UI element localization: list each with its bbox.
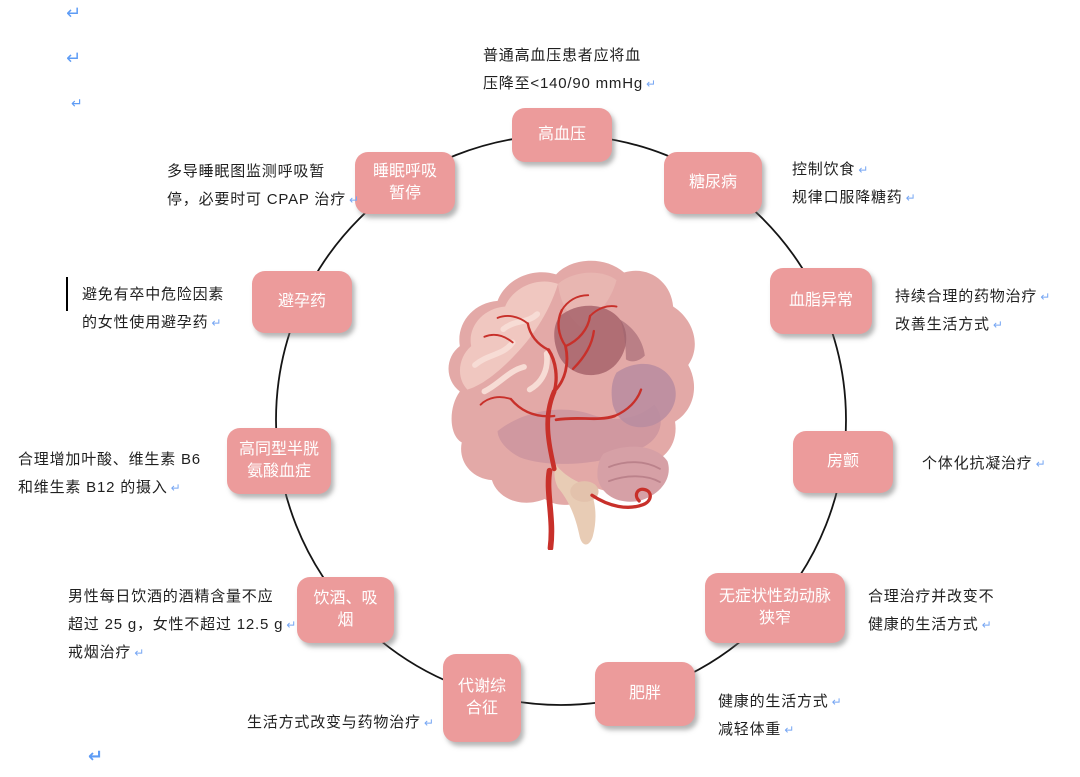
afib-note-line-1: 个体化抗凝治疗↵ bbox=[922, 452, 1046, 472]
node-carotid-stenosis: 无症状性劲动脉狭窄 bbox=[705, 573, 845, 643]
metabolic-note-line-1: 生活方式改变与药物治疗↵ bbox=[247, 711, 434, 731]
obesity-note-line-1: 健康的生活方式↵ bbox=[718, 690, 842, 710]
note-text: 男性每日饮酒的酒精含量不应 bbox=[68, 588, 274, 605]
node-alcohol-smoking: 饮酒、吸烟 bbox=[297, 577, 394, 643]
node-contraceptive: 避孕药 bbox=[252, 271, 352, 333]
note-text: 规律口服降糖药 bbox=[792, 189, 903, 206]
node-label: 糖尿病 bbox=[688, 174, 737, 192]
node-obesity: 肥胖 bbox=[595, 662, 695, 726]
note-text: 控制饮食 bbox=[792, 161, 856, 178]
top-note-line-1: 普通高血压患者应将血 bbox=[483, 44, 641, 64]
note-text: 戒烟治疗 bbox=[68, 644, 132, 661]
node-sleep-apnea: 睡眠呼吸暂停 bbox=[355, 152, 455, 214]
obesity-note-line-2: 减轻体重↵ bbox=[718, 718, 794, 738]
node-label: 高同型半胱氨酸血症 bbox=[238, 441, 319, 480]
paragraph-mark-icon: ↵ bbox=[981, 618, 992, 632]
node-label: 无症状性劲动脉狭窄 bbox=[718, 588, 831, 627]
paragraph-mark-icon: ↵ bbox=[66, 48, 82, 68]
note-text: 避免有卒中危险因素 bbox=[82, 286, 225, 303]
dyslipidemia-note-line-1: 持续合理的药物治疗↵ bbox=[895, 285, 1050, 305]
node-dyslipidemia: 血脂异常 bbox=[770, 268, 872, 334]
paragraph-mark-icon: ↵ bbox=[858, 163, 869, 177]
top-note-line-2: 压降至<140/90 mmHg↵ bbox=[483, 72, 656, 92]
note-text: 普通高血压患者应将血 bbox=[483, 47, 642, 64]
dyslipidemia-note-line-2: 改善生活方式↵ bbox=[895, 313, 1003, 333]
paragraph-mark-icon: ↵ bbox=[423, 716, 434, 730]
diabetes-note-line-1: 控制饮食↵ bbox=[792, 158, 868, 178]
homocysteine-note-line-2: 和维生素 B12 的摄入↵ bbox=[18, 476, 181, 496]
text-cursor bbox=[66, 277, 68, 311]
paragraph-mark-icon: ↵ bbox=[170, 481, 181, 495]
paragraph-mark-icon: ↵ bbox=[88, 746, 104, 766]
note-text: 超过 25 g，女性不超过 12.5 g bbox=[68, 616, 284, 633]
note-text: 生活方式改变与药物治疗 bbox=[247, 714, 421, 731]
note-text: 健康的生活方式 bbox=[868, 616, 979, 633]
brain-illustration bbox=[448, 260, 695, 550]
note-text: 个体化抗凝治疗 bbox=[922, 455, 1033, 472]
note-text: 改善生活方式 bbox=[895, 316, 990, 333]
paragraph-mark-icon: ↵ bbox=[992, 318, 1003, 332]
node-label: 肥胖 bbox=[628, 685, 661, 703]
note-text: 合理治疗并改变不 bbox=[868, 588, 995, 605]
brain-arteries bbox=[479, 294, 652, 550]
alcohol-note-line-1: 男性每日饮酒的酒精含量不应 bbox=[68, 585, 273, 605]
paragraph-mark-icon: ↵ bbox=[645, 77, 657, 91]
brain-cerebellum bbox=[597, 446, 669, 502]
paragraph-mark-icon: ↵ bbox=[1035, 457, 1046, 471]
node-label: 代谢综合征 bbox=[457, 678, 506, 717]
brain-cerebrum bbox=[448, 260, 695, 505]
paragraph-mark-icon: ↵ bbox=[211, 316, 222, 330]
paragraph-mark-icon: ↵ bbox=[349, 193, 360, 207]
node-hypertension: 高血压 bbox=[512, 108, 612, 162]
note-text: 和维生素 B12 的摄入 bbox=[18, 479, 168, 496]
paragraph-mark-icon: ↵ bbox=[286, 618, 297, 632]
paragraph-mark-icon: ↵ bbox=[905, 191, 916, 205]
note-text: 停，必要时可 CPAP 治疗 bbox=[167, 191, 346, 208]
carotid-note-line-1: 合理治疗并改变不 bbox=[868, 585, 994, 605]
node-homocysteine: 高同型半胱氨酸血症 bbox=[227, 428, 331, 494]
note-text: 健康的生活方式 bbox=[718, 693, 829, 710]
paragraph-mark-icon: ↵ bbox=[71, 95, 83, 111]
node-label: 避孕药 bbox=[277, 293, 326, 311]
sleep-note-line-2: 停，必要时可 CPAP 治疗↵ bbox=[167, 188, 359, 208]
note-text: 多导睡眠图监测呼吸暂 bbox=[167, 163, 326, 180]
alcohol-note-line-2: 超过 25 g，女性不超过 12.5 g↵ bbox=[68, 613, 296, 633]
diabetes-note-line-2: 规律口服降糖药↵ bbox=[792, 186, 916, 206]
node-label: 房颤 bbox=[826, 453, 859, 471]
note-text: 合理增加叶酸、维生素 B6 bbox=[18, 451, 201, 468]
carotid-note-line-2: 健康的生活方式↵ bbox=[868, 613, 992, 633]
node-metabolic-syndrome: 代谢综合征 bbox=[443, 654, 521, 742]
note-text: 持续合理的药物治疗 bbox=[895, 288, 1038, 305]
note-text: 的女性使用避孕药 bbox=[82, 314, 209, 331]
alcohol-note-line-3: 戒烟治疗↵ bbox=[68, 641, 144, 661]
node-label: 高血压 bbox=[537, 126, 586, 144]
node-label: 饮酒、吸烟 bbox=[313, 590, 378, 629]
homocysteine-note-line-1: 合理增加叶酸、维生素 B6 bbox=[18, 448, 201, 468]
note-text: 减轻体重 bbox=[718, 721, 782, 738]
paragraph-mark-icon: ↵ bbox=[831, 695, 842, 709]
contraceptive-note-line-2: 的女性使用避孕药↵ bbox=[82, 311, 221, 331]
node-diabetes: 糖尿病 bbox=[664, 152, 762, 214]
node-label: 睡眠呼吸暂停 bbox=[372, 163, 437, 202]
node-afib: 房颤 bbox=[793, 431, 893, 493]
contraceptive-note-line-1: 避免有卒中危险因素 bbox=[82, 283, 224, 303]
sleep-note-line-1: 多导睡眠图监测呼吸暂 bbox=[167, 160, 325, 180]
paragraph-mark-icon: ↵ bbox=[134, 646, 145, 660]
paragraph-mark-icon: ↵ bbox=[784, 723, 795, 737]
paragraph-mark-icon: ↵ bbox=[66, 3, 82, 23]
paragraph-mark-icon: ↵ bbox=[1040, 290, 1051, 304]
node-label: 血脂异常 bbox=[788, 292, 853, 310]
note-text: 压降至<140/90 mmHg bbox=[483, 75, 643, 92]
